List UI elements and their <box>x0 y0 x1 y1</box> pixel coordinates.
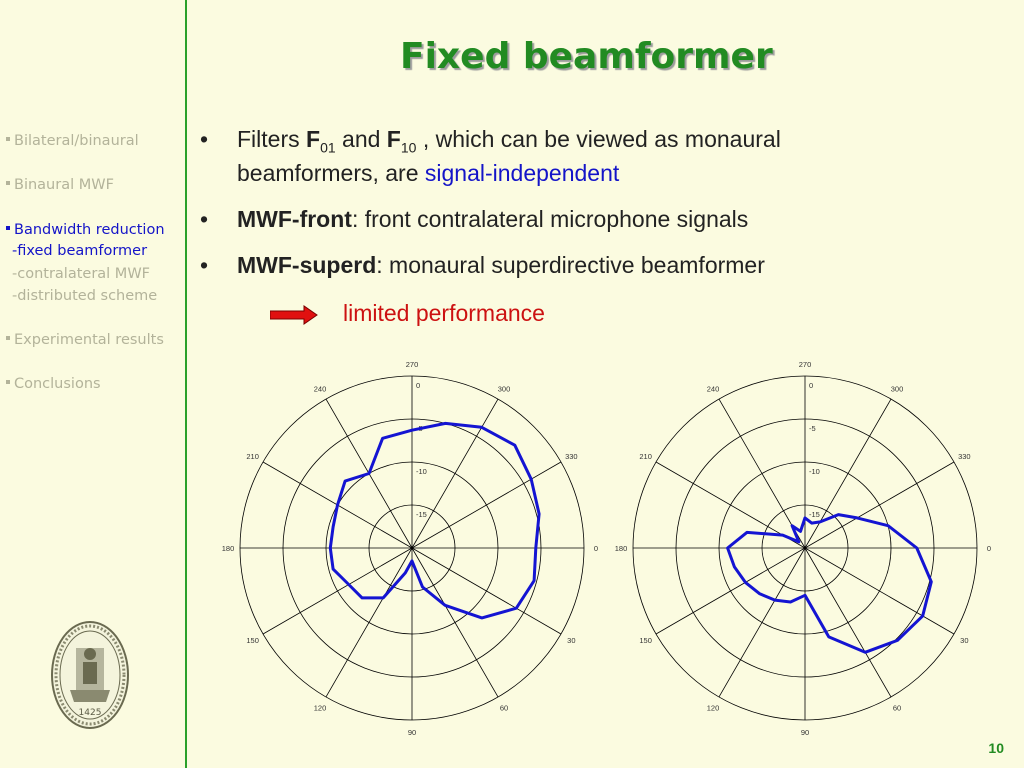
sidebar-item-experimental-results[interactable]: Experimental results <box>6 332 164 348</box>
angle-tick-label: 180 <box>222 544 235 553</box>
angle-tick-label: 330 <box>565 452 578 461</box>
radial-tick-label: 0 <box>416 381 420 390</box>
polar-plot-right: 0 30 60 90 120 150 180 210 240 270 300 330 0 -5 -10 -15 <box>615 360 991 737</box>
sidebar-item-conclusions[interactable]: Conclusions <box>6 376 101 392</box>
angle-tick-label: 30 <box>960 636 968 645</box>
angle-tick-label: 90 <box>408 728 416 737</box>
angle-tick-label: 300 <box>498 385 511 394</box>
polar-spoke <box>718 547 806 698</box>
angle-tick-label: 330 <box>958 452 971 461</box>
sidebar-subitem-contralateral-mwf[interactable]: -contralateral MWF <box>12 266 150 282</box>
radial-tick-label: -15 <box>416 510 427 519</box>
radial-tick-label: -15 <box>809 510 820 519</box>
angle-tick-label: 210 <box>246 452 259 461</box>
university-seal-icon: 1425 <box>51 621 129 729</box>
angle-tick-label: 120 <box>707 703 720 712</box>
slide-title: Fixed beamformer <box>400 36 773 77</box>
sidebar-item-binaural-mwf[interactable]: Binaural MWF <box>6 177 114 193</box>
sidebar-subitem-fixed-beamformer[interactable]: -fixed beamformer <box>12 243 148 259</box>
angle-tick-label: 120 <box>314 703 327 712</box>
angle-tick-label: 150 <box>639 636 652 645</box>
sidebar-subitem-distributed-scheme[interactable]: -distributed scheme <box>12 288 158 304</box>
angle-tick-label: 270 <box>799 360 812 369</box>
svg-text:1425: 1425 <box>79 708 102 718</box>
radial-tick-label: -10 <box>809 467 820 476</box>
angle-tick-label: 60 <box>500 703 508 712</box>
angle-tick-label: 90 <box>801 728 809 737</box>
polar-spoke <box>804 547 892 698</box>
page-number: 10 <box>988 740 1004 756</box>
sidebar: Bilateral/binaural Binaural MWF Bandwidt… <box>0 0 187 768</box>
square-bullet-icon <box>6 226 10 230</box>
square-bullet-icon <box>6 336 10 340</box>
polar-spoke <box>804 547 955 635</box>
beam-pattern-line <box>328 421 541 620</box>
beam-pattern-line <box>726 513 933 654</box>
polar-spoke <box>411 398 499 549</box>
angle-tick-label: 180 <box>615 544 628 553</box>
square-bullet-icon <box>6 137 10 141</box>
square-bullet-icon <box>6 380 10 384</box>
angle-tick-label: 270 <box>406 360 419 369</box>
angle-tick-label: 0 <box>987 544 991 553</box>
radial-tick-label: 0 <box>809 381 813 390</box>
angle-tick-label: 300 <box>891 385 904 394</box>
conclusion-text: limited performance <box>343 300 545 326</box>
radial-tick-label: -5 <box>809 424 816 433</box>
square-bullet-icon <box>6 181 10 185</box>
angle-tick-label: 240 <box>314 385 327 394</box>
sidebar-item-bilateral[interactable]: Bilateral/binaural <box>6 133 139 149</box>
polar-spoke <box>411 461 562 549</box>
polar-spoke <box>718 398 806 549</box>
polar-spoke <box>655 547 806 635</box>
polar-spoke <box>262 547 413 635</box>
polar-spoke <box>804 461 955 549</box>
polar-spoke <box>411 547 499 698</box>
angle-tick-label: 0 <box>594 544 598 553</box>
angle-tick-label: 30 <box>567 636 575 645</box>
angle-tick-label: 150 <box>246 636 259 645</box>
sidebar-item-bandwidth-reduction[interactable]: Bandwidth reduction <box>6 222 165 238</box>
radial-tick-label: -10 <box>416 467 427 476</box>
polar-spoke <box>411 547 562 635</box>
angle-tick-label: 240 <box>707 385 720 394</box>
right-arrow-icon <box>270 305 318 325</box>
polar-spoke <box>325 547 413 698</box>
angle-tick-label: 60 <box>893 703 901 712</box>
angle-tick-label: 210 <box>639 452 652 461</box>
